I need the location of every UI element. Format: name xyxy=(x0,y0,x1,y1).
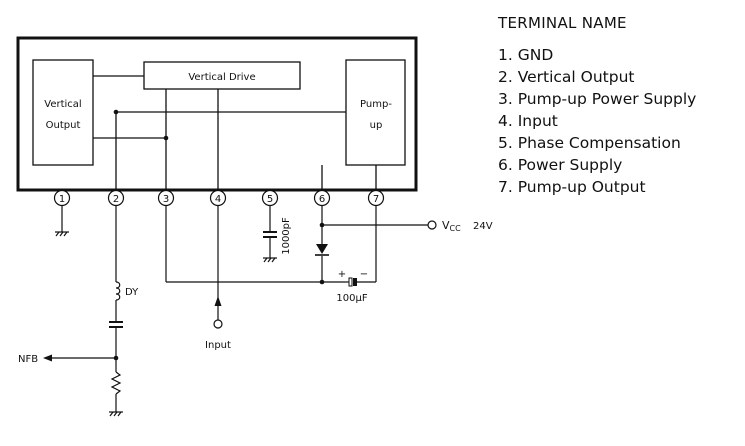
terminal-item: 3. Pump-up Power Supply xyxy=(498,90,697,108)
vertical-output-label-line1: Vertical xyxy=(44,99,81,110)
cap-polarity-minus: − xyxy=(360,269,368,280)
yoke-label: DY xyxy=(125,287,139,298)
nfb-arrow xyxy=(43,354,52,362)
pump-up-label-line2: up xyxy=(370,120,383,131)
pin-number: 1 xyxy=(59,194,65,205)
pin-5-circle xyxy=(261,189,279,207)
pump-up-label-line1: Pump- xyxy=(360,99,392,110)
input-label: Input xyxy=(205,340,231,351)
ic-package xyxy=(16,36,418,192)
nfb-label: NFB xyxy=(18,354,38,365)
pin-number: 2 xyxy=(113,194,119,205)
terminal-item: 2. Vertical Output xyxy=(498,68,635,86)
ground-symbol xyxy=(109,411,123,417)
ground-symbol xyxy=(263,257,277,263)
terminal-item: 4. Input xyxy=(498,112,558,130)
terminal-item: 1. GND xyxy=(498,46,554,64)
vertical-output-label-line2: Output xyxy=(46,120,81,131)
pump-capacitor xyxy=(348,277,357,287)
yoke-coil xyxy=(115,281,121,301)
input-terminal xyxy=(213,319,223,329)
terminal-item: 7. Pump-up Output xyxy=(498,178,646,196)
vcc-label: VCC xyxy=(442,219,461,233)
pin-number: 3 xyxy=(163,194,169,205)
pin-2-circle xyxy=(107,189,125,207)
terminal-table: 1. GND 2. Vertical Output 3. Pump-up Pow… xyxy=(498,44,696,198)
pin-1-circle xyxy=(53,189,71,207)
pin-7-circle xyxy=(367,189,385,207)
terminal-item: 5. Phase Compensation xyxy=(498,134,681,152)
ground-symbol xyxy=(55,231,69,237)
pin-4-circle xyxy=(209,189,227,207)
pin-number: 4 xyxy=(215,194,221,205)
feedback-resistor xyxy=(110,371,122,395)
pin-number: 7 xyxy=(373,194,379,205)
block-pump-up xyxy=(345,59,406,166)
diode xyxy=(315,244,329,256)
cap-polarity-plus: + xyxy=(338,269,346,280)
cap-1000pf-label: 1000pF xyxy=(281,217,292,255)
pin-3-circle xyxy=(157,189,175,207)
vcc-terminal xyxy=(427,220,437,230)
cap-100uf-label: 100μF xyxy=(336,293,367,304)
vertical-drive-label: Vertical Drive xyxy=(188,72,255,83)
block-vertical-output xyxy=(32,59,94,166)
vcc-voltage: 24V xyxy=(473,221,493,232)
pin-number: 5 xyxy=(267,194,273,205)
pin-6-circle xyxy=(313,189,331,207)
input-arrow xyxy=(214,296,222,306)
pin-number: 6 xyxy=(319,194,325,205)
terminal-item: 6. Power Supply xyxy=(498,156,623,174)
terminal-table-title: TERMINAL NAME xyxy=(498,14,627,32)
